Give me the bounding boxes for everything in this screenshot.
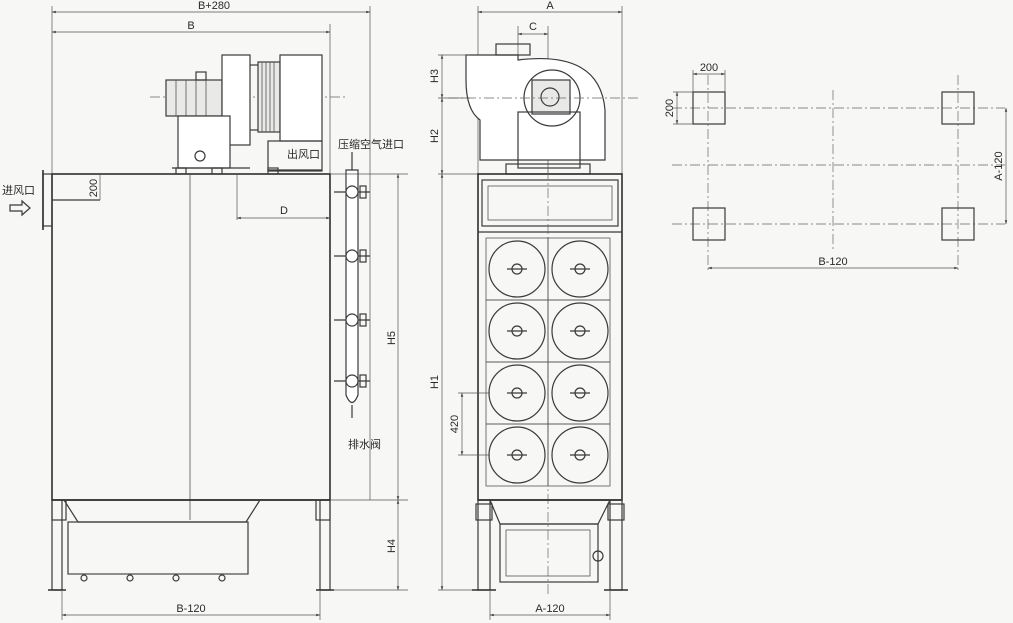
dim-b-label: B (187, 20, 194, 32)
dim-plate-200-side-label: 200 (664, 99, 676, 117)
filter-cartridge (551, 364, 609, 422)
dim-h2-label: H2 (429, 129, 441, 143)
door-handle-icon (592, 550, 604, 562)
dim-h5: H5 (330, 173, 408, 501)
front-hopper (472, 499, 628, 591)
dim-h4: H4 (330, 499, 408, 591)
support-legs (48, 499, 334, 591)
filter-cartridge (551, 240, 609, 298)
base-plate (941, 91, 975, 125)
dim-b-plus-280-label: B+280 (198, 0, 230, 12)
dim-plate-200-top: 200 (692, 62, 726, 92)
dim-d: D (236, 174, 331, 220)
pulse-valve (334, 249, 370, 263)
fan-assembly: 出风口 (150, 54, 345, 175)
front-body (477, 173, 623, 501)
base-plate (692, 207, 726, 241)
dim-plate-200-side: 200 (664, 91, 693, 125)
dim-plan-b-minus-120: B-120 (707, 256, 959, 270)
pulse-valve (334, 374, 370, 388)
side-view: B+280 B 200 进风口 (2, 0, 408, 620)
label-inlet: 进风口 (2, 184, 35, 197)
base-plate (692, 91, 726, 125)
dim-inlet-200-label: 200 (88, 179, 100, 197)
air-manifold: 压缩空气进口 排水阀 (334, 137, 404, 451)
dim-h2: H2 (429, 97, 478, 175)
main-body (51, 173, 331, 501)
inlet-arrow-icon (9, 199, 31, 217)
filter-cartridge (488, 364, 546, 422)
dim-d-label: D (280, 205, 288, 217)
dim-a-minus-120-label: A-120 (535, 603, 564, 615)
pulse-valve (334, 185, 370, 199)
fan-outlet-box (279, 54, 323, 142)
dim-b-minus-120: B-120 (61, 590, 321, 620)
inlet-duct: 200 进风口 (2, 170, 101, 230)
base-plate (941, 207, 975, 241)
label-outlet: 出风口 (287, 147, 320, 161)
filter-cartridges (485, 237, 611, 487)
hopper (52, 499, 330, 582)
dim-420: 420 (449, 392, 490, 456)
dim-plate-200-top-label: 200 (700, 62, 718, 74)
dim-b: B (51, 20, 331, 175)
front-view: A C H3 H2 (429, 0, 640, 620)
clean-air-chamber (481, 179, 619, 227)
dim-h3: H3 (429, 54, 470, 99)
dim-plan-a-minus-120-label: A-120 (993, 151, 1005, 180)
dim-b-minus-120-label: B-120 (176, 603, 205, 615)
filter-cartridge (551, 426, 609, 484)
front-fan (448, 43, 640, 175)
dim-a-minus-120: A-120 (489, 590, 611, 620)
dim-420-label: 420 (449, 415, 461, 433)
manifold-tank (345, 169, 359, 404)
dim-h5-label: H5 (386, 331, 398, 345)
access-door (505, 529, 591, 577)
dim-c-label: C (529, 21, 537, 33)
dim-a-label: A (546, 0, 554, 12)
plan-view: 200 200 A-120 B-120 (664, 62, 1008, 270)
filter-cartridge (488, 302, 546, 360)
label-air: 压缩空气进口 (338, 137, 404, 151)
filter-cartridge (488, 426, 546, 484)
filter-cartridge (488, 240, 546, 298)
dim-h1: H1 (429, 173, 478, 591)
dim-h3-label: H3 (429, 69, 441, 83)
dim-h1-label: H1 (429, 375, 441, 389)
fan-base (177, 115, 231, 169)
dim-plan-a-minus-120: A-120 (993, 107, 1008, 225)
dim-b-plus-280: B+280 (51, 0, 371, 500)
dim-h4-label: H4 (386, 539, 398, 553)
label-drain: 排水阀 (348, 437, 381, 451)
dim-plan-b-minus-120-label: B-120 (818, 256, 847, 268)
motor (165, 79, 223, 117)
pulse-valve (334, 313, 370, 327)
filter-cartridge (551, 302, 609, 360)
